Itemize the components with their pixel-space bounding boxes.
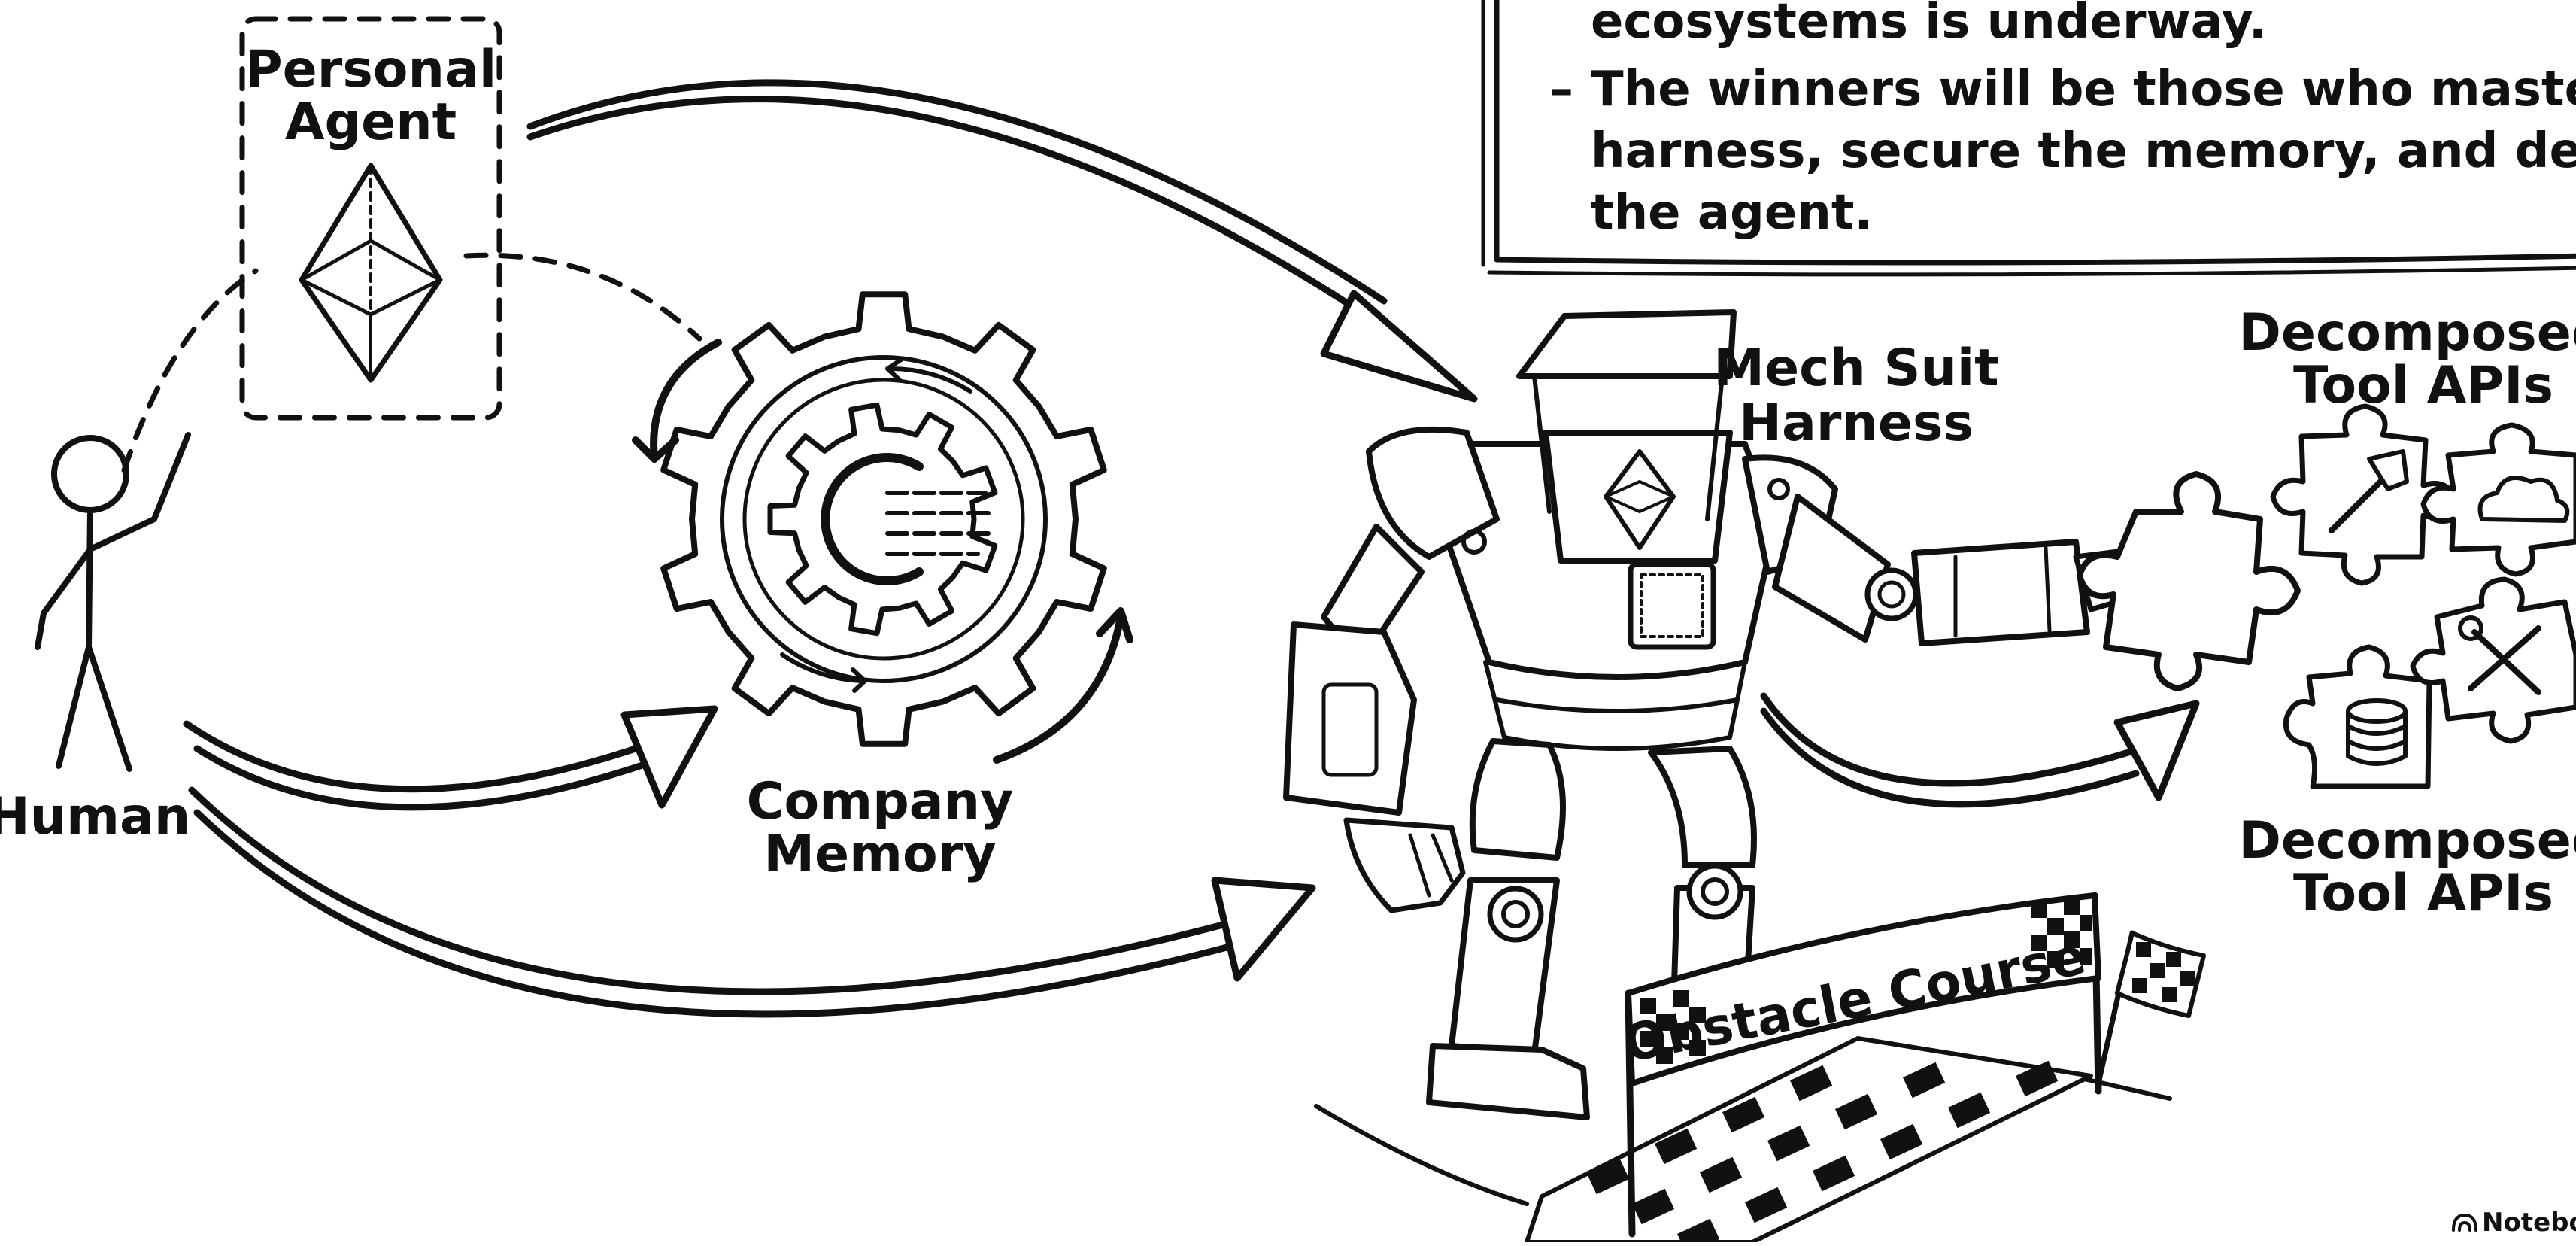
memory-cycle-arrow-right <box>993 613 1124 764</box>
left-foot <box>1426 1043 1590 1120</box>
banner-checker-left <box>1640 990 1706 1064</box>
human-label: Human <box>0 787 190 846</box>
human-to-mech-arrow <box>188 786 1252 995</box>
agent-to-mech-arrow <box>526 79 1388 305</box>
summary-bullet-line-3: the agent. <box>1591 185 1873 241</box>
held-puzzle-piece <box>2077 471 2301 691</box>
human-to-memory-arrow <box>183 720 651 793</box>
left-thigh <box>1469 738 1566 861</box>
summary-line-1: ecosystems is underway. <box>1591 0 2267 50</box>
left-forearm <box>1283 621 1417 816</box>
company-memory-label-2: Memory <box>763 825 996 884</box>
brand-watermark: Notebo <box>2452 1208 2576 1238</box>
mech-suit-label-1: Mech Suit <box>1713 339 1998 398</box>
banner <box>1625 892 2101 1086</box>
wrench-screwdriver-icon <box>2458 615 2541 695</box>
gear-icon <box>660 291 1107 747</box>
chest-panel <box>1628 561 1716 650</box>
summary-bullet-line-1: The winners will be those who master the <box>1591 62 2576 117</box>
summary-bullet-line-2: harness, secure the memory, and design f… <box>1591 123 2576 179</box>
left-hand <box>1343 817 1466 913</box>
banner-checker-right <box>2031 898 2092 968</box>
cloud-icon <box>2477 476 2570 523</box>
ethereum-diamond-icon <box>299 163 443 383</box>
checkered-floor <box>1525 1036 2093 1246</box>
human-to-mech-arrowhead <box>1211 877 1316 982</box>
personal-agent-node: Personal Agent <box>239 16 502 421</box>
mech-to-tools-arrowhead <box>2113 700 2200 801</box>
memory-cycle-arrowhead-right <box>1096 607 1133 643</box>
tools-bottom-label-2: Tool APIs <box>2293 864 2553 923</box>
memory-cycle-arrowhead-left <box>632 436 679 463</box>
right-forearm <box>1911 539 2090 646</box>
mech-suit-robot: Mech Suit Harness <box>1283 309 2172 1246</box>
hammer-icon <box>2329 449 2409 533</box>
human-agent-dashed-link <box>121 268 259 473</box>
right-upper-arm <box>1772 494 1891 643</box>
personal-agent-label-2: Agent <box>285 93 457 152</box>
memory-cycle-arrow-left <box>650 339 722 463</box>
database-icon <box>2346 698 2408 766</box>
database-puzzle-piece <box>2283 644 2432 789</box>
cloud-puzzle-piece <box>2420 422 2576 577</box>
left-shoulder <box>1366 426 1500 560</box>
summary-bullet-dash: – <box>1549 62 1573 117</box>
brand-logo-icon <box>2452 1214 2477 1232</box>
wrench-screwdriver-puzzle-piece <box>2410 576 2576 744</box>
flow-arrows <box>183 79 2200 1018</box>
company-memory-node: Company Memory <box>632 291 1133 884</box>
personal-agent-label-1: Personal <box>245 40 496 99</box>
cockpit-canopy <box>1516 309 1737 379</box>
mech-suit-label-2: Harness <box>1739 394 1974 453</box>
human-to-memory-arrowhead <box>620 705 718 809</box>
tools-top-label-2: Tool APIs <box>2293 356 2553 415</box>
tool-apis: Decomposed Tool APIs Decomposed Tool API… <box>2077 303 2576 923</box>
summary-box: ecosystems is underway. – The winners wi… <box>1481 0 2576 277</box>
right-thigh <box>1648 746 1757 868</box>
human-figure: Human <box>0 432 191 846</box>
agent-memory-dashed-link <box>463 252 702 342</box>
brand-text: Notebo <box>2482 1208 2576 1238</box>
agent-to-mech-arrowhead <box>1320 290 1478 403</box>
hammer-puzzle-piece <box>2270 403 2459 586</box>
tools-top-label-1: Decomposed <box>2238 303 2576 363</box>
checkered-flag-icon <box>2115 931 2206 1018</box>
mech-to-tools-arrow <box>1760 692 2132 787</box>
tools-bottom-label-1: Decomposed <box>2238 811 2576 871</box>
company-memory-label-1: Company <box>747 772 1014 831</box>
ethereum-diamond-icon <box>1604 449 1676 550</box>
